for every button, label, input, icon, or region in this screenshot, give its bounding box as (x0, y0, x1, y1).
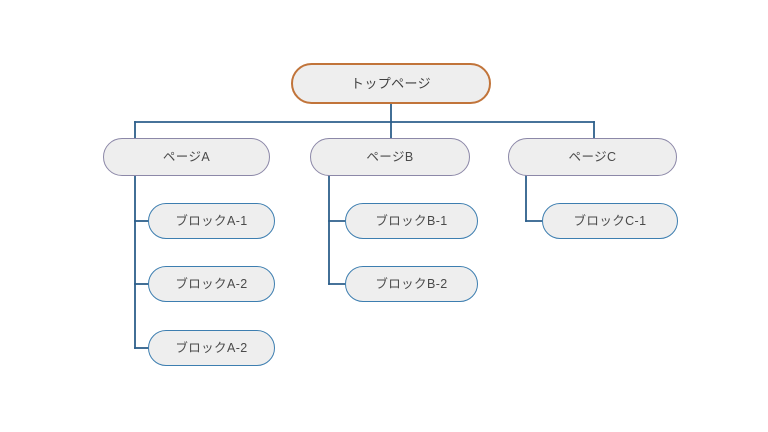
node-block-b-2[interactable]: ブロックB-2 (345, 266, 478, 302)
node-top-page[interactable]: トップページ (291, 63, 491, 104)
node-block-c-1[interactable]: ブロックC-1 (542, 203, 678, 239)
node-top-page-label: トップページ (350, 76, 432, 91)
node-block-a-2-label: ブロックA-2 (175, 276, 248, 291)
node-block-c-1-label: ブロックC-1 (573, 213, 647, 228)
node-block-a-3-label: ブロックA-2 (175, 340, 248, 355)
node-page-b-label: ページB (366, 149, 414, 164)
node-page-c[interactable]: ページC (508, 138, 677, 176)
node-block-a-2[interactable]: ブロックA-2 (148, 266, 275, 302)
node-page-c-label: ページC (568, 149, 617, 164)
node-page-b[interactable]: ページB (310, 138, 470, 176)
node-block-b-1[interactable]: ブロックB-1 (345, 203, 478, 239)
node-page-a[interactable]: ページA (103, 138, 270, 176)
node-block-a-1[interactable]: ブロックA-1 (148, 203, 275, 239)
node-block-a-3[interactable]: ブロックA-2 (148, 330, 275, 366)
node-page-a-label: ページA (162, 149, 211, 164)
node-block-b-2-label: ブロックB-2 (375, 276, 448, 291)
node-block-a-1-label: ブロックA-1 (175, 213, 248, 228)
node-block-b-1-label: ブロックB-1 (375, 213, 448, 228)
